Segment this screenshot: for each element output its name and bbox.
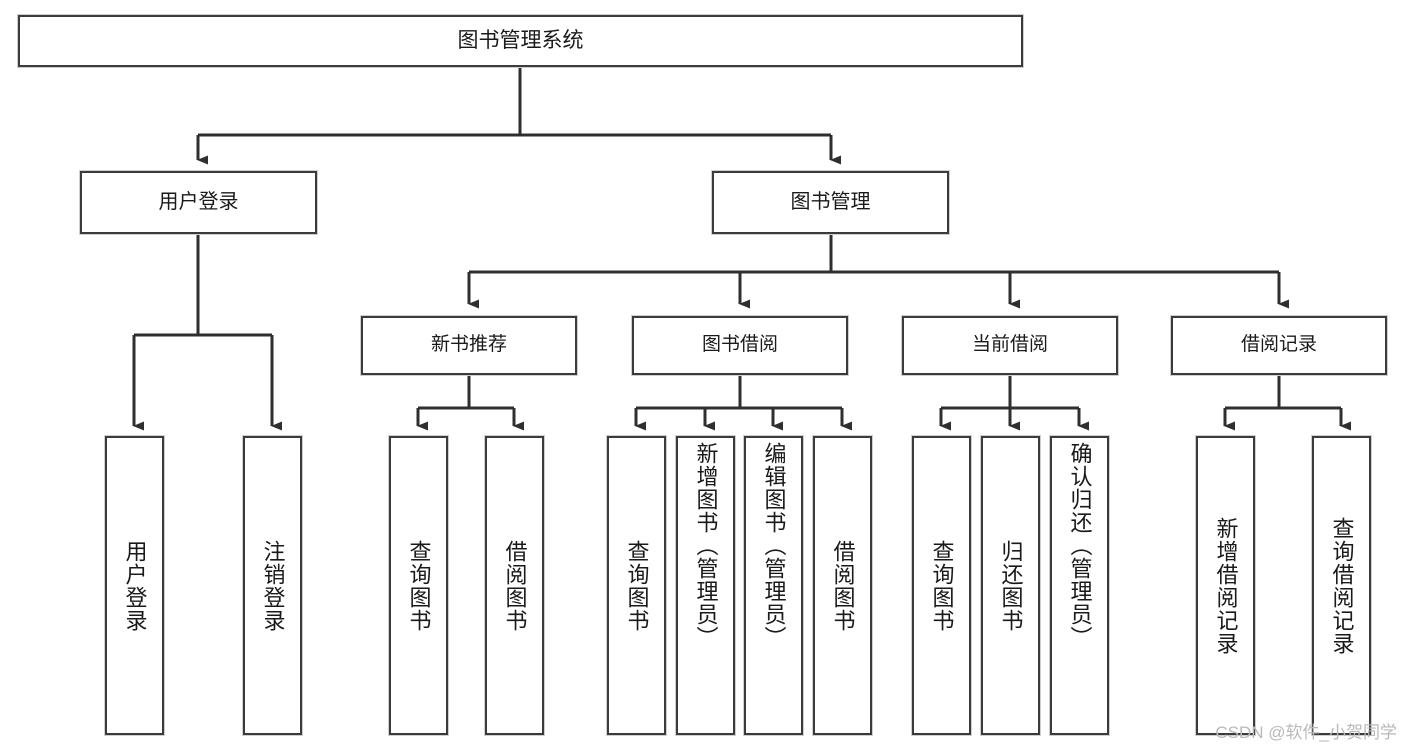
leaf-user-login-logout[interactable]: 注销登录: [243, 436, 302, 735]
node-user-login[interactable]: 用户登录: [80, 171, 317, 234]
leaf-book-borrow-add-label: 新增图书（管理员）: [693, 442, 719, 649]
leaf-current-borrow-confirm[interactable]: 确认归还（管理员）: [1050, 436, 1109, 735]
leaf-current-borrow-confirm-label: 确认归还（管理员）: [1067, 442, 1093, 649]
node-current-borrow[interactable]: 当前借阅: [902, 316, 1118, 375]
leaf-book-borrow-edit[interactable]: 编辑图书（管理员）: [744, 436, 803, 735]
leaf-book-borrow-add[interactable]: 新增图书（管理员）: [676, 436, 735, 735]
leaf-book-borrow-query-label: 查询图书: [624, 539, 650, 632]
leaf-new-book-query-label: 查询图书: [406, 539, 432, 632]
leaf-book-borrow-query[interactable]: 查询图书: [607, 436, 666, 735]
node-root[interactable]: 图书管理系统: [18, 15, 1023, 67]
leaf-current-borrow-query-label: 查询图书: [929, 539, 955, 632]
leaf-borrow-record-query[interactable]: 查询借阅记录: [1312, 436, 1371, 735]
node-book-management[interactable]: 图书管理: [712, 171, 949, 234]
leaf-current-borrow-query[interactable]: 查询图书: [912, 436, 971, 735]
leaf-book-borrow-edit-label: 编辑图书（管理员）: [761, 442, 787, 649]
node-root-label: 图书管理系统: [457, 28, 584, 52]
node-book-borrow-label: 图书借阅: [701, 334, 778, 356]
leaf-new-book-borrow-label: 借阅图书: [502, 539, 528, 632]
node-borrow-records-label: 借阅记录: [1240, 334, 1317, 356]
watermark: CSDN @软件_小贺同学: [1215, 723, 1397, 742]
leaf-user-login-login[interactable]: 用户登录: [105, 436, 164, 735]
node-current-borrow-label: 当前借阅: [971, 334, 1048, 356]
leaf-user-login-logout-label: 注销登录: [260, 539, 286, 632]
leaf-current-borrow-return-label: 归还图书: [998, 539, 1024, 632]
leaf-borrow-record-add-label: 新增借阅记录: [1213, 516, 1239, 655]
leaf-book-borrow-borrow[interactable]: 借阅图书: [813, 436, 872, 735]
leaf-new-book-query[interactable]: 查询图书: [389, 436, 448, 735]
node-book-management-label: 图书管理: [790, 190, 871, 213]
node-borrow-records[interactable]: 借阅记录: [1171, 316, 1387, 375]
leaf-current-borrow-return[interactable]: 归还图书: [981, 436, 1040, 735]
node-user-login-label: 用户登录: [158, 190, 239, 213]
leaf-book-borrow-borrow-label: 借阅图书: [830, 539, 856, 632]
leaf-new-book-borrow[interactable]: 借阅图书: [485, 436, 544, 735]
node-new-book-recommend[interactable]: 新书推荐: [361, 316, 577, 375]
node-new-book-recommend-label: 新书推荐: [430, 334, 507, 356]
node-book-borrow[interactable]: 图书借阅: [632, 316, 848, 375]
leaf-borrow-record-add[interactable]: 新增借阅记录: [1196, 436, 1255, 735]
leaf-borrow-record-query-label: 查询借阅记录: [1329, 516, 1355, 655]
leaf-user-login-login-label: 用户登录: [122, 539, 148, 632]
